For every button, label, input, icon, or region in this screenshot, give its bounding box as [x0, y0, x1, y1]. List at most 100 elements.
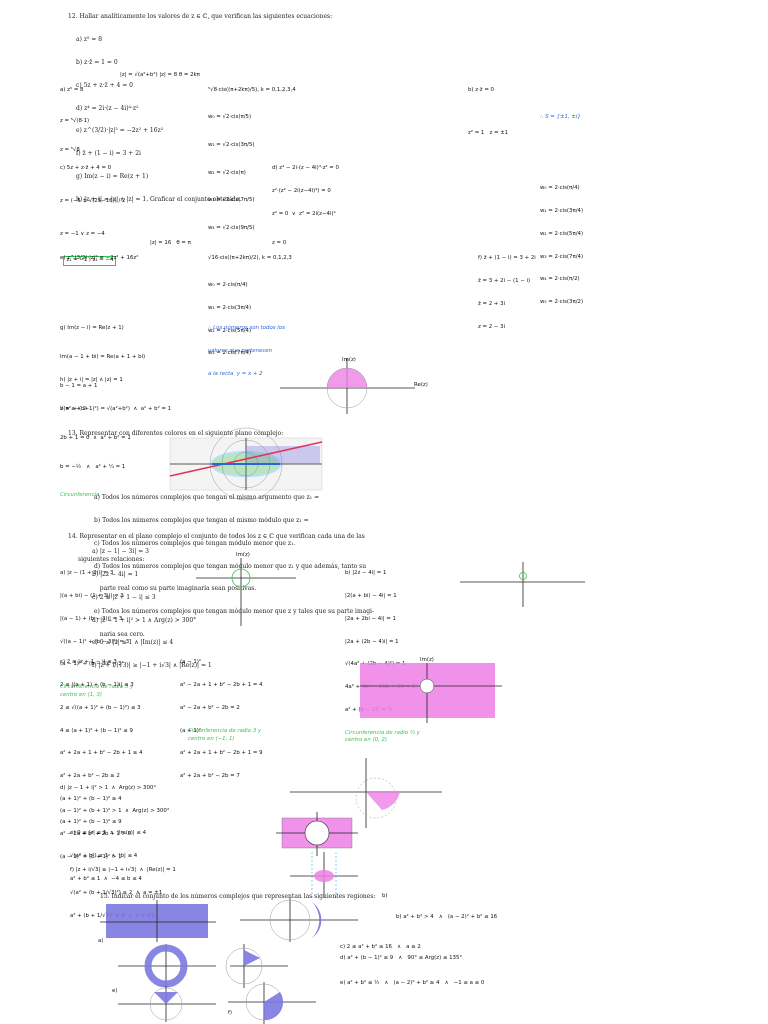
graph-14a — [196, 558, 296, 626]
root-line: w₁ = 2·cis(3π/4) — [540, 207, 584, 214]
note-line: b = a + 2 — [60, 405, 87, 412]
note-line: 2 ≤ √((a + 1)² + (b − 1)²) ≤ 3 — [60, 704, 141, 711]
graph-15c — [118, 944, 216, 988]
small-circle — [519, 572, 527, 580]
note-line: (a − 1)² + (b + 1)² > 1 — [60, 853, 122, 860]
note-line: z² = 0 ∨ z² = 2i(z−4i)⁴ — [272, 210, 336, 217]
note-line: f) z̄ + (1 − i) = 3 + 2i — [478, 255, 536, 262]
circle-radius-3 — [231, 568, 251, 588]
first-quadrant-region — [246, 446, 320, 464]
note-line: z = 2 − 3i — [478, 323, 506, 330]
note-line: c) 2 ≤ |z + 1 − i| ≤ 3 — [60, 659, 117, 666]
work-a-mod: |z| = √(a²+b²) |z| = 8 θ = 2kπ — [120, 72, 200, 78]
work-a-roots: ⁵√8·cis((π+2kπ)/5), k = 0,1,2,3,4 w₀ = √… — [208, 72, 296, 240]
graph-14c — [360, 663, 502, 723]
excluded-disk — [304, 820, 330, 846]
ex14-items: a) |z − 1| − 3i| = 3 b) |2z − 4i| = 1 c)… — [92, 533, 212, 677]
graph-14b — [460, 562, 585, 607]
ex13-heading: 13. Representar con diferentes colores e… — [68, 430, 284, 437]
root-line: w₁ = 2·cis(3π/4) — [208, 304, 252, 311]
note-line: z = 0 — [272, 239, 287, 246]
graph-15f — [228, 982, 316, 1024]
graph-15a — [100, 900, 216, 942]
ref-circle — [149, 987, 183, 1021]
ex12-item: h) |z + i| = |z| ∧ |z| = 1. Graficar el … — [76, 195, 242, 203]
excluded-circle — [419, 678, 435, 694]
label-15f: f) — [228, 1010, 233, 1016]
note-line: |(a − 1) + (b − 3)i| = 3 — [60, 615, 123, 622]
note-line: z = −1 ∨ z = −4 — [60, 230, 105, 237]
ex12-item: b) z·z̄ = 1 = 0 — [76, 58, 118, 66]
note-line: (a + 1)² — [180, 727, 202, 734]
annulus — [144, 944, 188, 988]
note-line: a² − 2a + b² + 2b + 1 > 0 — [60, 830, 132, 837]
note-line: |2(a + bi) − 4i| = 1 — [345, 592, 397, 599]
note-line: z = ⁵√8 — [60, 146, 80, 153]
work-b-sol: ∴ S = {±1, ±i} — [540, 114, 581, 120]
note-line: √(a² + (b + 1/√3)²) ≥ 2 ∧ a = ±1 — [70, 889, 163, 896]
note-line: b) |2z − 4i| = 1 — [345, 570, 387, 577]
note-line: ⁵√8·cis((π+2kπ)/5), k = 0,1,2,3,4 — [208, 87, 296, 94]
label-15b: b) — [382, 893, 388, 899]
note-line: z̄ = 2 + 3i — [478, 300, 506, 307]
answer-15e: e) a² + b² ≤ ½ ∧ (a − 2)² + b² ≥ 4 ∧ −1 … — [340, 980, 485, 986]
note-line: z = (−5 ± √(25−16)) / 2 — [60, 197, 126, 204]
work-e: e) z^(3/2)·|z|² = −2z² + 16z² — [60, 240, 138, 270]
ex13-item: c) Todos los números complejos que tenga… — [94, 539, 296, 547]
heading-line: siguientes relaciones: — [78, 555, 145, 563]
ex12-item: d) z⁴ = 2i·(z − 4i)⁴·z² — [76, 104, 139, 112]
root-line: w₂ = √2·cis(π) — [208, 169, 246, 176]
root-line: w₃ = √2·cis(7π/5) — [208, 197, 255, 204]
note-line: a² − 2a + b² − 2b = 2 — [180, 704, 240, 711]
work-14c: c) 2 ≤ |z + 1 − i| ≤ 3 2 ≤ |(a + 1) + (b… — [60, 644, 143, 834]
ex13-item: e) Todos los números complejos que tenga… — [94, 608, 375, 616]
graph-h-re: Re(z) — [414, 382, 428, 388]
shaded-sector — [366, 792, 400, 810]
work-g: g) Im(z − i) = Re(z + 1) Im(a − 1 + bi) … — [60, 310, 145, 421]
root-line: w₃ = 2·cis(7π/4) — [208, 350, 252, 357]
work-14e: e) 0 ≤ |z| ≤ 1 ∧ |Im(z)| ≤ 4 √(a² + b²) … — [70, 815, 146, 891]
ex12-item: e) z^(3/2)·|z|² = −2z² + 16z² — [76, 127, 164, 135]
note-line: a² + 2a + 1 + b² − 2b + 1 = 9 — [180, 750, 263, 757]
graph-15b — [240, 898, 358, 942]
work-b: b) z·z̄ = 0 z² = 1 z = ±1 — [468, 72, 508, 145]
graph-15d — [225, 944, 288, 988]
note-line: Im(a − 1 + bi) = Re(a + 1 + bi) — [60, 353, 146, 360]
note-line: (a − 1)² — [180, 659, 202, 666]
note-line: z²·(z² − 2i(z−4i)⁴) = 0 — [272, 187, 331, 194]
note-line: 4 ≤ (a + 1)² + (b − 1)² ≤ 9 — [60, 727, 133, 734]
answer-15d: d) a² + (b − 1)² ≤ 9 ∧ 90° ≤ Arg(z) ≤ 13… — [340, 955, 463, 961]
work-f: f) z̄ + (1 − i) = 3 + 2i z̄ = 3 + 2i − (… — [478, 240, 536, 339]
note-line: e) z^(3/2)·|z|² = −2z² + 16z² — [60, 255, 139, 262]
root-line: w₁ = √2·cis(3π/5) — [208, 141, 255, 148]
note-line: e) 0 ≤ |z| ≤ 1 ∧ |Im(z)| ≤ 4 — [70, 830, 147, 837]
ex13-item: d) Todos los números complejos que tenga… — [94, 562, 367, 570]
root-line: w₄ = √2·cis(9π/5) — [208, 225, 255, 232]
ex13-items: a) Todos los números complejos que tenga… — [94, 479, 374, 646]
root-line: w₀ = 2·cis(π/4) — [540, 185, 580, 192]
work-14d: d) |z − 1 + i|² > 1 ∧ Arg(z) > 300° (a −… — [60, 770, 170, 869]
ex14-item: a) |z − 1| − 3i| = 3 — [92, 548, 149, 556]
unit-circle — [326, 367, 368, 409]
note-line: a la recta y = x + 2 — [208, 370, 263, 377]
work-14f: f) |z + i/√3| ≥ |−1 + i√3| ∧ |Re(z)| = 1… — [70, 852, 176, 928]
ex12-item: f) z̄ + (1 − i) = 3 + 2i — [76, 150, 141, 158]
argument-ray — [169, 441, 323, 477]
graph-h-im: Im(z) — [342, 357, 356, 363]
note-line: a² + 2a + b² − 2b ≥ 2 — [60, 773, 120, 780]
graph-14f — [290, 852, 358, 898]
answer-15b: b) a² + b² > 4 ∧ (a − 2)² + b² ≤ 16 — [396, 914, 498, 920]
note-line: Circunferencia de radio 3 y centro en (1… — [60, 684, 134, 698]
note-line: f) |z + i/√3| ≥ |−1 + i√3| ∧ |Re(z)| = 1 — [70, 867, 176, 874]
note-line: Circunferencia — [60, 492, 100, 499]
note-line: b − 1 = a + 1 — [60, 382, 98, 389]
graph-14c-im: Im(z) — [420, 657, 434, 663]
note-line: (a + 1)² + (b − 1)² ≤ 9 — [60, 818, 122, 825]
graph-13 — [169, 427, 323, 501]
note-line: b = −½ ∧ a² + ¼ = 1 — [60, 463, 126, 470]
note-line: z̄ = 3 + 2i − (1 − i) — [478, 277, 531, 284]
note-line: z = ⁵√(8·1) — [60, 117, 90, 124]
label-15e: e) — [112, 988, 118, 994]
answer-15c: c) 2 ≤ a² + b² ≤ 16 ∧ a ≥ 2 — [340, 944, 421, 950]
ex12-heading: 12. Hallar analíticamente los valores de… — [68, 13, 333, 20]
